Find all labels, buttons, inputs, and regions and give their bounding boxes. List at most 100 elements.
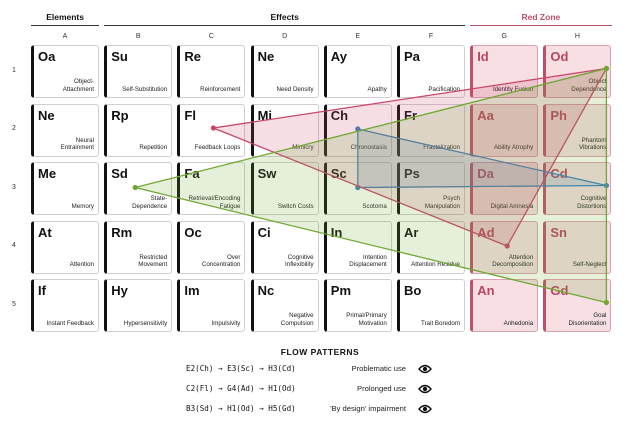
element-symbol: Mi bbox=[257, 107, 273, 123]
element-symbol: Cd bbox=[550, 166, 568, 181]
element-symbol: Ad bbox=[477, 224, 495, 240]
group-divider-2 bbox=[470, 25, 612, 26]
eye-icon[interactable] bbox=[418, 362, 432, 374]
element-symbol: Fa bbox=[184, 166, 200, 181]
flow-pattern-row: C2(Fl) → G4(Ad) → H1(Od)Prolonged use bbox=[0, 382, 640, 396]
row-number: 1 bbox=[12, 66, 16, 74]
element-symbol: Hy bbox=[111, 283, 128, 298]
element-symbol: Pa bbox=[404, 49, 420, 64]
flow-sequence: B3(Sd) → H1(Od) → H5(Gd) bbox=[186, 404, 296, 413]
element-symbol: In bbox=[330, 224, 343, 240]
element-symbol: Sd bbox=[111, 166, 128, 181]
element-name: Cognitive Inflexibility bbox=[285, 253, 314, 269]
element-symbol: Ar bbox=[404, 224, 419, 240]
element-name: Goal Disorientation bbox=[568, 312, 607, 327]
element-symbol: Od bbox=[550, 49, 569, 64]
column-letter: F bbox=[428, 33, 434, 40]
element-symbol: Aa bbox=[477, 107, 494, 123]
row-number: 4 bbox=[12, 242, 16, 249]
element-name: Feedback Loops bbox=[194, 144, 241, 152]
column-letter: A bbox=[62, 33, 68, 40]
element-name: Apathy bbox=[367, 85, 387, 93]
element-name: Phantom Vibrations bbox=[578, 136, 607, 152]
element-name: State- Dependence bbox=[132, 195, 168, 210]
eye-icon[interactable] bbox=[418, 402, 432, 414]
group-divider-1 bbox=[104, 25, 466, 26]
row-number: 5 bbox=[12, 300, 16, 308]
column-letter: H bbox=[574, 33, 580, 40]
element-name: Self-Substitution bbox=[122, 85, 168, 93]
element-name: Object- Attachment bbox=[62, 78, 94, 93]
element-name: Attention bbox=[69, 261, 94, 269]
element-name: Restricted Movement bbox=[138, 253, 168, 269]
flow-name: 'By design' impairment bbox=[330, 404, 406, 413]
element-symbol: Ch bbox=[330, 107, 349, 123]
element-name: Scotoma bbox=[362, 202, 387, 210]
element-symbol: An bbox=[477, 283, 495, 298]
element-symbol: Id bbox=[477, 49, 489, 64]
element-name: Attention Residue bbox=[411, 261, 460, 269]
element-name: Chronostasis bbox=[350, 144, 387, 152]
flow-sequence: C2(Fl) → G4(Ad) → H1(Od) bbox=[186, 384, 296, 393]
element-symbol: Rm bbox=[111, 224, 133, 240]
element-name: Attention Decomposition bbox=[492, 253, 534, 269]
flow-pattern-row: B3(Sd) → H1(Od) → H5(Gd) 'By design' impa… bbox=[0, 402, 640, 416]
element-name: Primal/Primary Motivation bbox=[346, 312, 387, 327]
element-name: Cognitive Distortions bbox=[577, 195, 607, 210]
eye-icon[interactable] bbox=[418, 382, 432, 394]
element-name: Anhedonia bbox=[503, 319, 534, 327]
element-symbol: Sn bbox=[550, 224, 568, 240]
element-symbol: Fl bbox=[184, 107, 196, 123]
element-name: Instant Feedback bbox=[46, 319, 94, 327]
element-symbol: Su bbox=[111, 49, 128, 64]
element-name: Reinforcement bbox=[200, 85, 241, 93]
element-name: Fractalization bbox=[423, 144, 460, 152]
element-name: Intention Displacement bbox=[349, 253, 387, 269]
element-name: Hypersensitivity bbox=[123, 319, 168, 327]
element-symbol: Bo bbox=[404, 283, 422, 298]
element-symbol: Ne bbox=[38, 107, 55, 123]
element-symbol: Re bbox=[184, 49, 202, 64]
element-name: Self-Neglect bbox=[572, 261, 607, 269]
